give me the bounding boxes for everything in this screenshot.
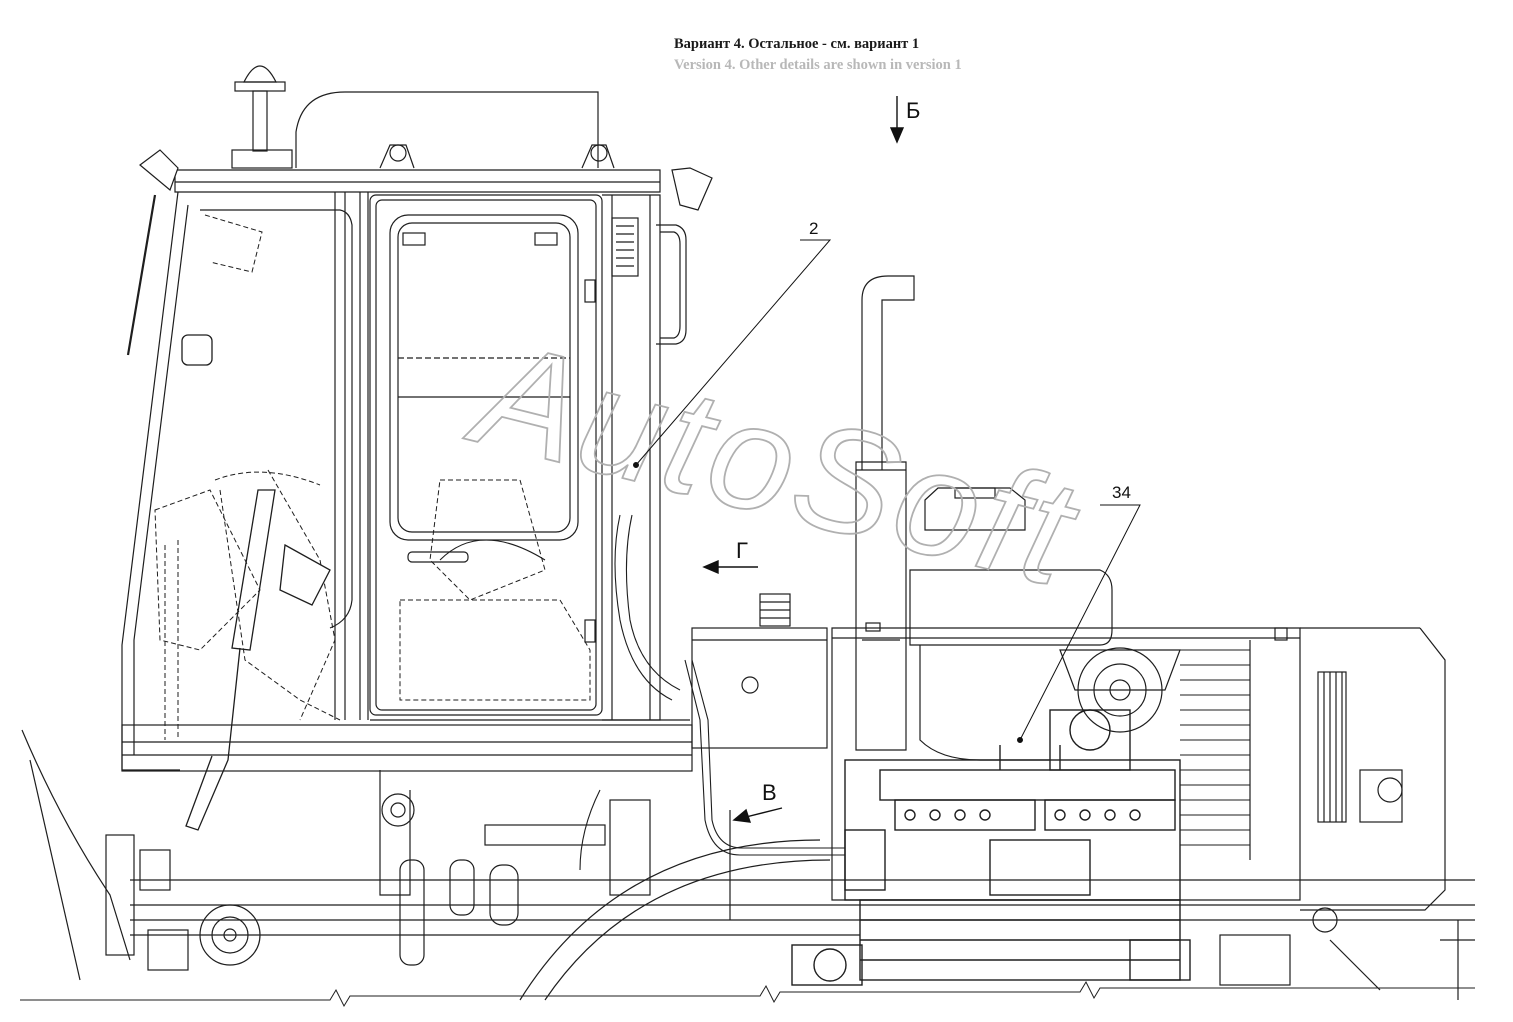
callout-leaders [633, 239, 1141, 743]
break-line [20, 980, 1475, 1008]
engine-hood [831, 622, 1446, 933]
hoses [439, 514, 845, 871]
view-label-g: Г [736, 538, 748, 563]
caption-russian: Вариант 4. Остальное - см. вариант 1 [674, 36, 920, 52]
air-intake [295, 91, 615, 169]
caption-english: Version 4. Other details are shown in ve… [674, 57, 962, 73]
steering-column [181, 334, 331, 831]
chassis-frame [21, 729, 1475, 1001]
view-arrow-b [889, 96, 905, 144]
cab-body [121, 149, 713, 896]
exhaust-stack [855, 275, 915, 751]
view-label-v: В [762, 780, 777, 805]
engine [791, 709, 1191, 986]
beacon-lamp [231, 65, 293, 169]
view-label-b: Б [906, 98, 920, 123]
view-arrow-v [732, 807, 783, 823]
callout-2: 2 [809, 219, 818, 238]
hydraulic-tank [691, 593, 828, 749]
seat-and-steering [154, 214, 591, 740]
callout-34: 34 [1112, 483, 1131, 502]
watermark: AutoSoft [454, 306, 1093, 618]
view-arrow-g [702, 559, 758, 575]
